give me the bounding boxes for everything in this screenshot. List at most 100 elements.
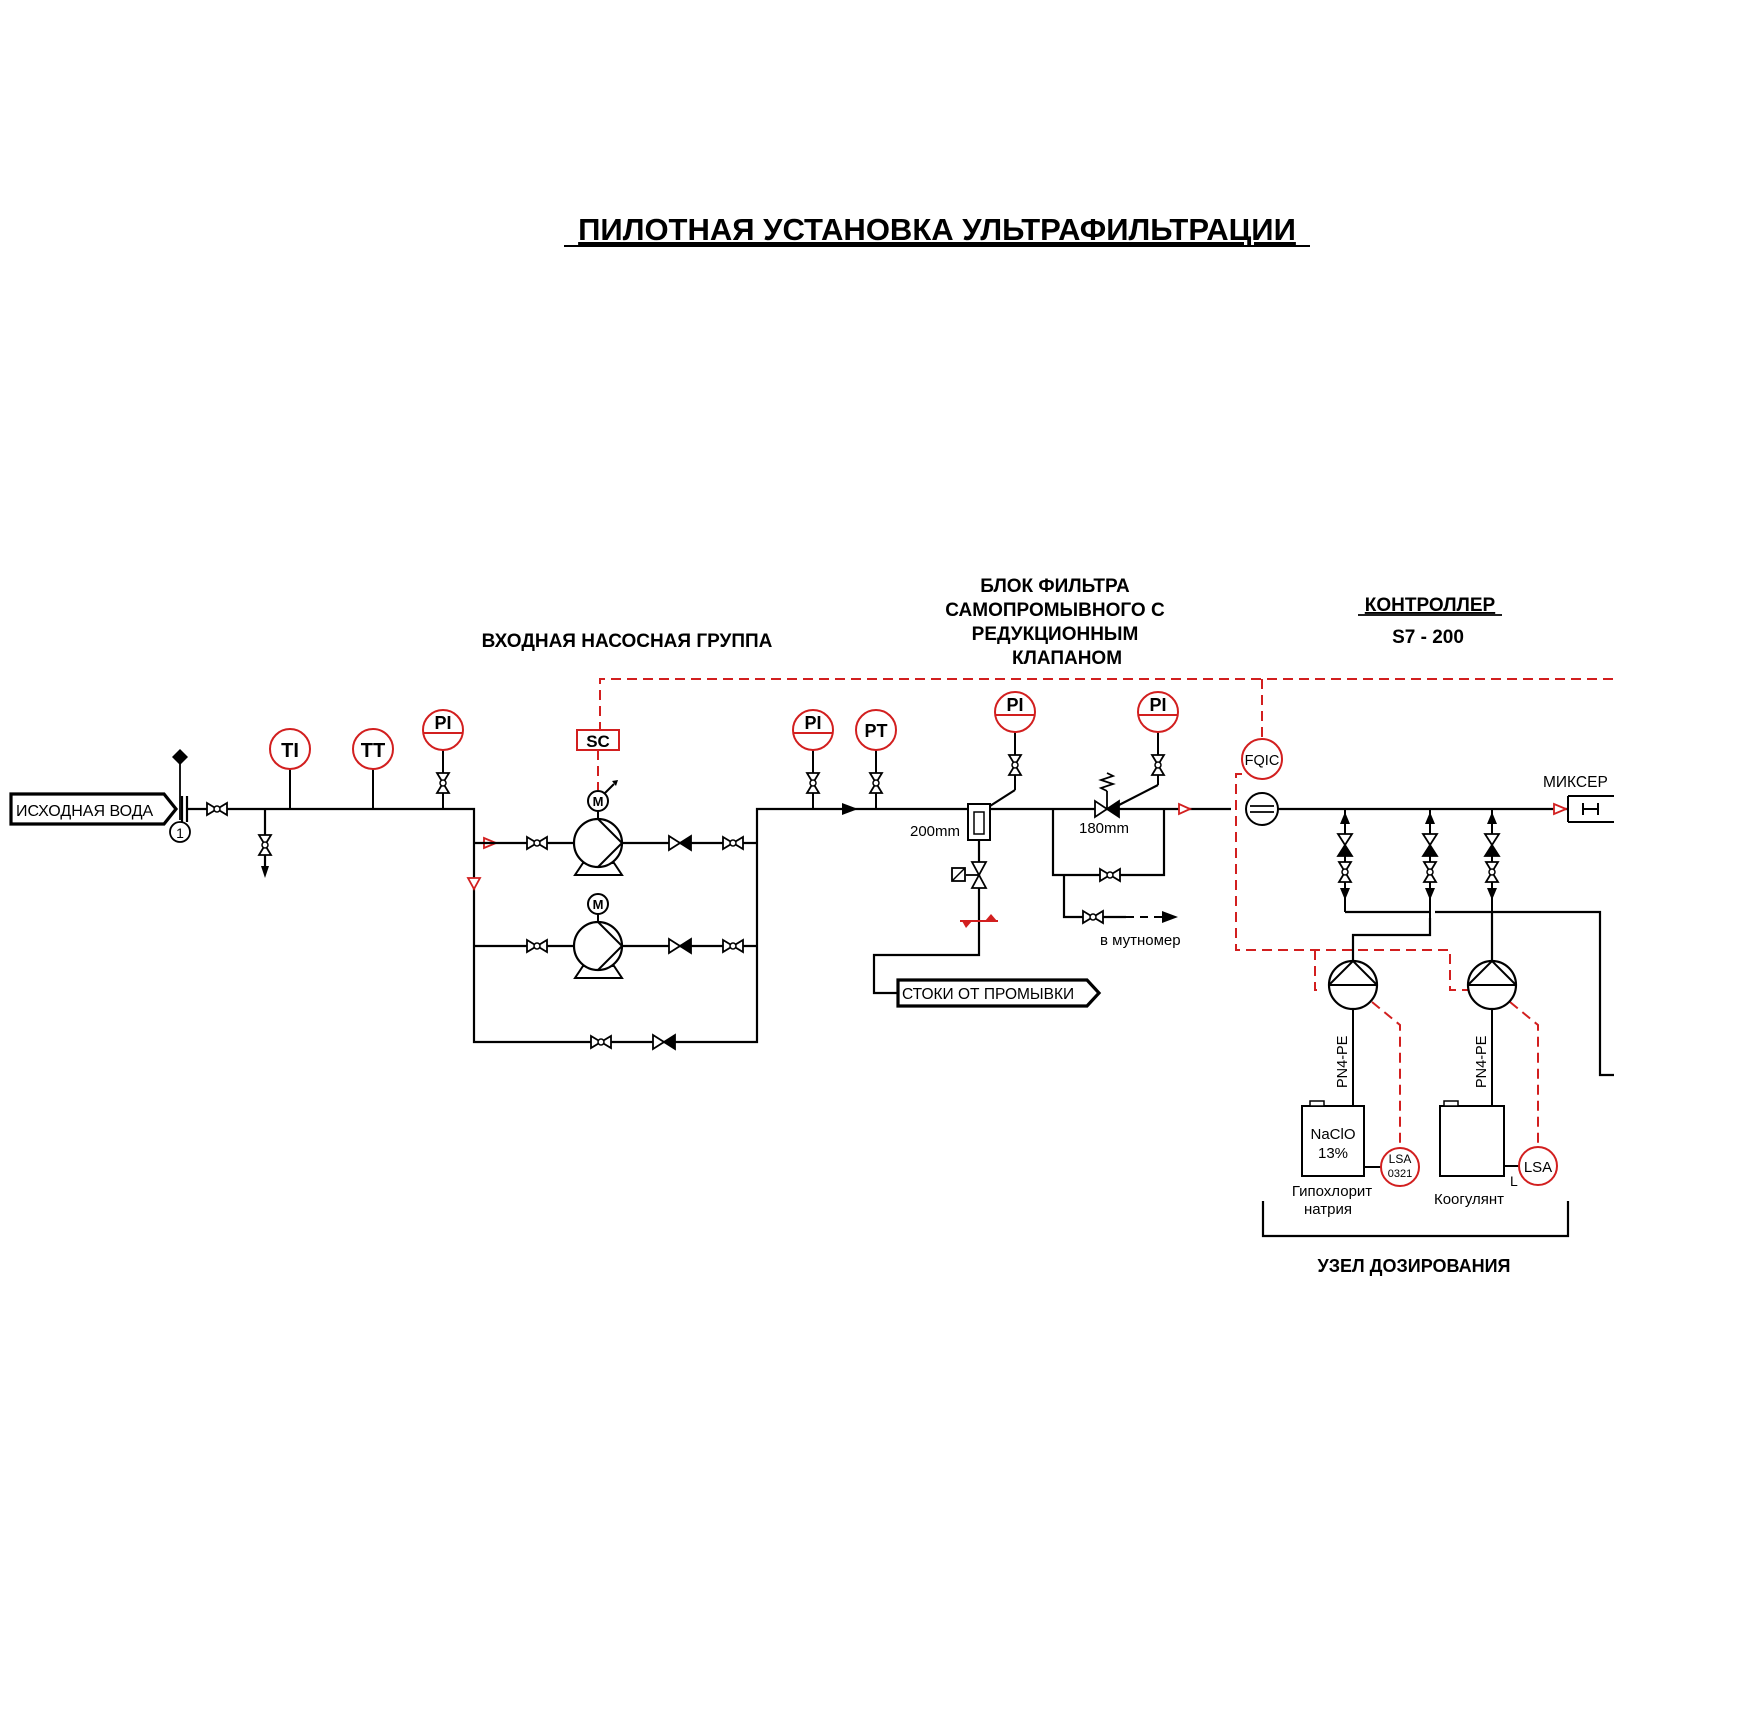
tank-naclo-content-2: 13% [1318,1145,1348,1162]
flow-meter-icon [1245,792,1279,826]
dosing-signal-branch [1314,950,1323,991]
self-cleaning-filter [967,803,991,841]
page-title: ПИЛОТНАЯ УСТАНОВКА УЛЬТРАФИЛЬТРАЦИИ [578,212,1296,247]
tank-naclo-name-2: натрия [1304,1201,1352,1218]
pump-1-motor-label: M [593,794,604,809]
injection-point-1 [1337,809,1353,912]
ti-instrument [269,728,311,770]
turbidimeter-line [1062,875,1126,919]
injection-point-2 [1422,809,1438,918]
lsa-2-tag: LSA [1524,1159,1552,1176]
filter-block-line-1: БЛОК ФИЛЬТРА [980,576,1130,597]
turbidimeter-arrow-icon [1162,911,1178,923]
lsa-1-signal [1371,1001,1401,1150]
turbidimeter-label: в мутномер [1100,932,1181,949]
dosing-pump-2-model: PN4-PE [1474,1035,1490,1088]
reducer-bypass-valve [1099,868,1121,882]
flow-arrow-5-icon [1553,802,1569,816]
pump-2-motor-label: M [593,897,604,912]
pi-3-tag: PI [1006,695,1023,715]
sc-tag: SC [586,732,610,751]
pump-2-suction-valve [526,939,548,953]
pump-1: M [572,780,624,876]
pump-1-motor-icon [587,790,609,812]
flush-actuator-diag [951,867,966,882]
pi-2-instrument [792,709,834,751]
pump-2-discharge-valve [722,939,744,953]
pt-instrument [855,709,897,751]
pi-4-instrument [1137,691,1179,733]
inlet-point-number: 1 [176,825,184,841]
pi-1-isolation-valve [436,772,450,794]
fqic-instrument [1241,738,1283,780]
flow-arrow-2-icon [466,877,482,891]
pump-1-discharge-valve [722,836,744,850]
pump-group-label: ВХОДНАЯ НАСОСНАЯ ГРУППА [482,631,773,652]
filter-block-line-2: САМОПРОМЫВНОГО С [945,600,1165,621]
pi-1-tag: PI [434,713,451,733]
pump-2: M [572,893,624,979]
lsa-2-signal [1509,1001,1539,1148]
bypass-gate-valve [590,1035,612,1049]
pi-4-tag: PI [1149,695,1166,715]
fqic-tag: FQIC [1245,753,1280,769]
turbidimeter-valve [1082,910,1104,924]
pump-2-check-valve [668,938,692,954]
pi-3-tap [989,789,1016,807]
injection-point-3 [1484,809,1500,912]
controller-label: КОНТРОЛЛЕР [1365,595,1496,616]
dosing-pump-2 [1466,959,1518,1011]
drain-valve [258,834,272,856]
pt-isolation-valve [869,772,883,794]
bypass-check-valve [652,1034,676,1050]
dosing-signal-line [1235,773,1493,991]
drain-stream-label: СТОКИ ОТ ПРОМЫВКИ [902,986,1074,1003]
inlet-isolation-valve [206,802,228,816]
control-signal-bus [599,678,1613,732]
dosing-pump-1 [1327,959,1379,1011]
lsa-2-instrument [1518,1146,1558,1186]
pi-3-instrument [994,691,1036,733]
pi-4-isolation-valve [1151,754,1165,776]
tank-naclo-name-1: Гипохлорит [1292,1183,1372,1200]
dosing-header-2 [1435,910,1614,1077]
controller-model: S7 - 200 [1392,627,1464,648]
pi-2-tag: PI [804,713,821,733]
inlet-header-pipe [187,807,858,1044]
flush-drain-pipe [872,840,981,995]
flush-signal-marker-icon [962,921,972,928]
pi-2-isolation-valve [806,772,820,794]
drain-arrow-icon [261,866,269,878]
drain-stream-tag: СТОКИ ОТ ПРОМЫВКИ [896,978,1102,1008]
lsa-1-tag: LSA [1389,1152,1412,1166]
flow-arrow-3-icon [842,803,858,815]
ti-tag: TI [281,740,299,762]
reducer-size-label: 180mm [1079,820,1129,837]
mixer-label: МИКСЕР [1543,774,1608,791]
tank-coagulant-name: Коогулянт [1434,1191,1504,1208]
level-mark: L [1510,1173,1518,1189]
filter-size-label: 200mm [910,823,960,840]
inlet-stream-tag: ИСХОДНАЯ ВОДА [9,792,179,826]
sampling-point-icon [172,749,188,765]
mixer [1567,795,1614,823]
tank-naclo-content-1: NaClO [1310,1126,1355,1143]
flow-arrow-4-icon [1178,802,1193,816]
pump-1-suction-valve [526,836,548,850]
reducer-bypass-pipe [1051,809,1166,877]
inlet-stream-label: ИСХОДНАЯ ВОДА [16,803,154,820]
tt-tag: TT [361,740,385,762]
pressure-reducing-valve [1094,772,1120,819]
pi-3-isolation-valve [1008,754,1022,776]
filter-block-label: БЛОК ФИЛЬТРА САМОПРОМЫВНОГО С РЕДУКЦИОНН… [945,576,1165,669]
tank-naclo [1301,1100,1365,1177]
pt-tag: PT [864,721,887,741]
pi-1-instrument [422,709,464,751]
tank-coagulant [1439,1100,1505,1177]
dosing-pump-1-model: PN4-PE [1335,1035,1351,1088]
inlet-point-marker [169,821,191,843]
pump-2-motor-icon [587,893,609,915]
lsa-1-instrument [1380,1147,1420,1187]
dosing-label: УЗЕЛ ДОЗИРОВАНИЯ [1318,1256,1511,1276]
